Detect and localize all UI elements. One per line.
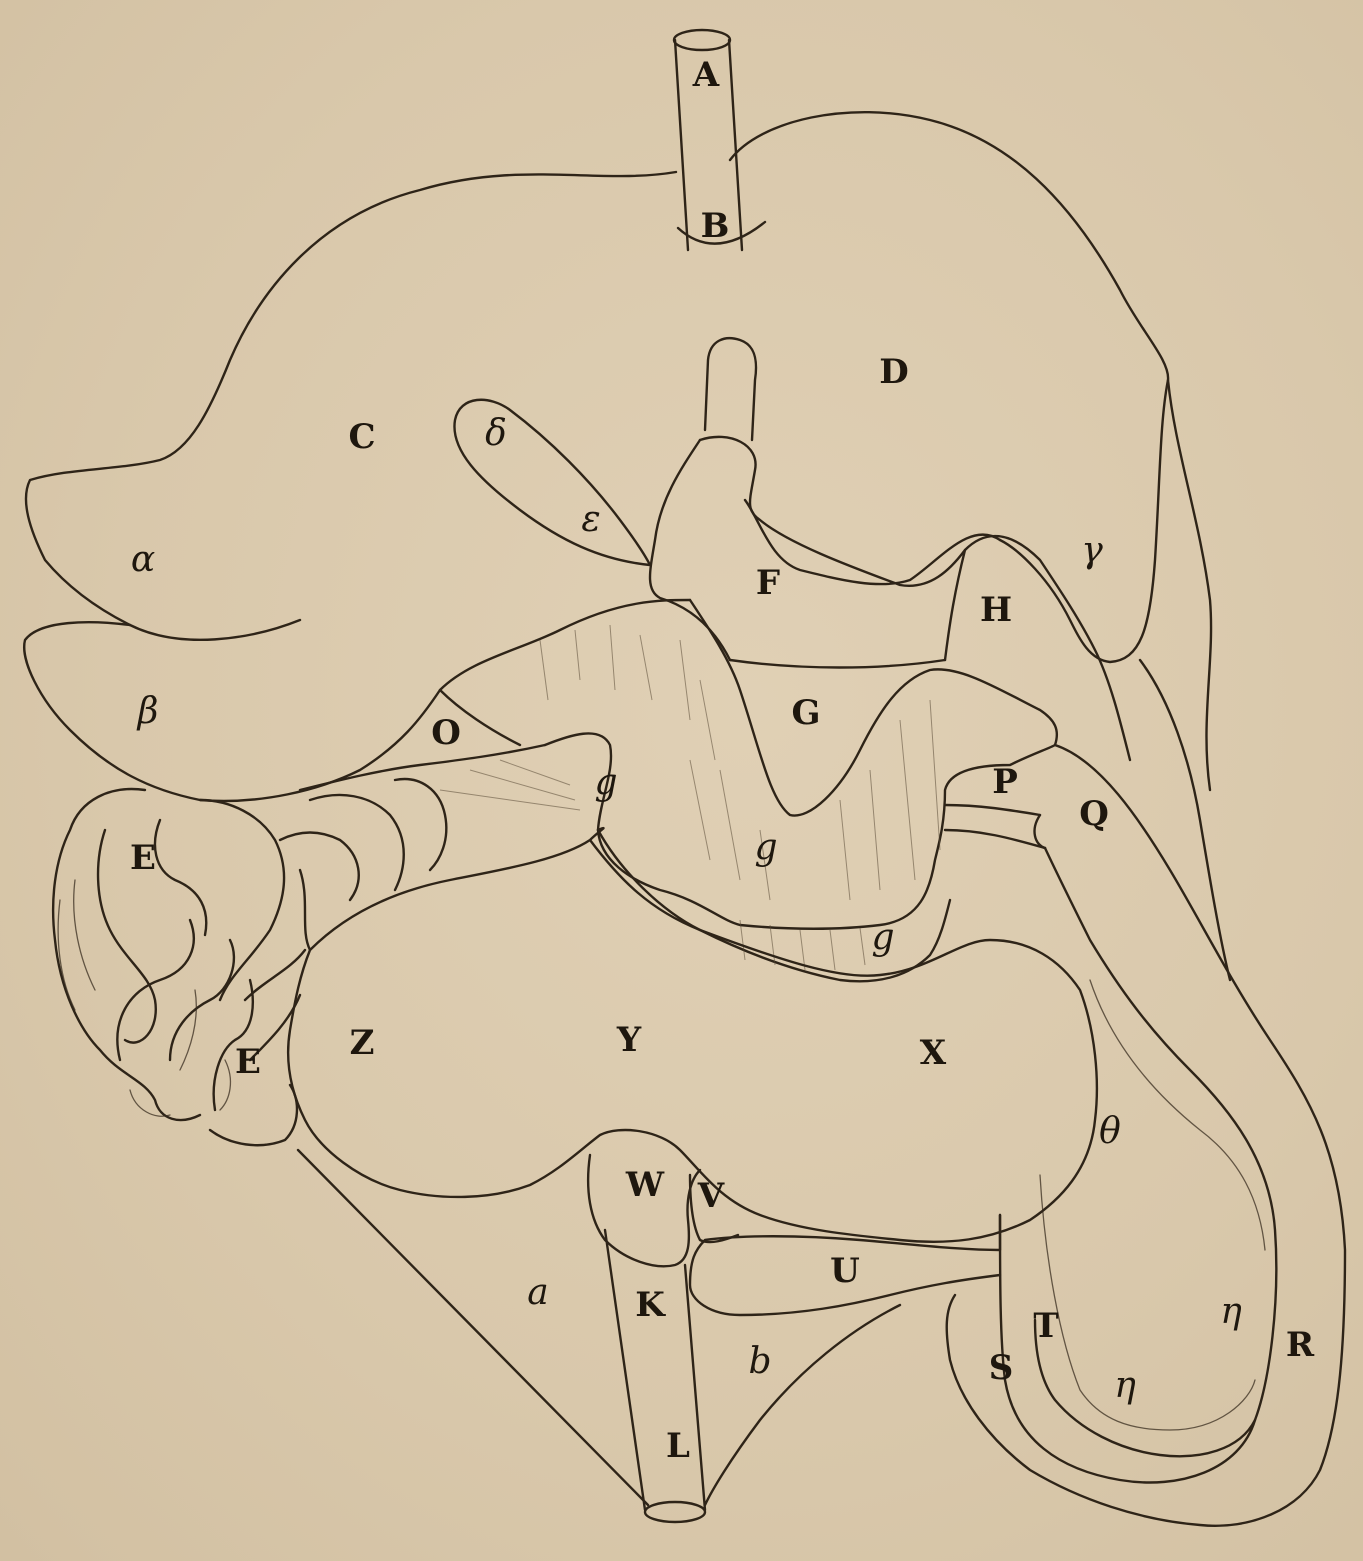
- label-beta: β: [138, 694, 159, 730]
- label-w: W: [626, 1168, 664, 1202]
- label-b-lower: b: [748, 1344, 771, 1380]
- label-g: G: [791, 696, 820, 730]
- label-theta: θ: [1099, 1114, 1121, 1150]
- label-b-upper: B: [701, 209, 730, 243]
- label-l: L: [666, 1429, 690, 1463]
- label-k: K: [635, 1288, 665, 1322]
- label-d: D: [879, 355, 908, 389]
- label-delta: δ: [485, 416, 507, 452]
- label-eta-2: η: [1114, 1368, 1136, 1404]
- label-alpha: α: [131, 542, 155, 578]
- lobe-edge-right: [1140, 660, 1230, 980]
- label-g-2: g: [754, 830, 777, 866]
- label-f: F: [756, 566, 780, 600]
- label-o: O: [431, 716, 461, 750]
- mesentery-b: [705, 1305, 900, 1505]
- label-x: X: [920, 1036, 946, 1070]
- vessel-stub: [705, 338, 756, 440]
- tube-s-t: [1000, 1215, 1255, 1483]
- label-q: Q: [1079, 797, 1109, 831]
- label-v: V: [698, 1179, 724, 1213]
- omentum-lower: [545, 733, 1055, 928]
- tube-p: [945, 805, 1045, 848]
- label-gamma: γ: [1081, 533, 1103, 569]
- gall-bladder: [454, 400, 650, 565]
- tube-q-r: [947, 745, 1345, 1526]
- label-u: U: [830, 1254, 860, 1288]
- intestine-coils: [53, 779, 446, 1145]
- label-a-upper: A: [693, 58, 719, 92]
- liver-outline: [26, 112, 1211, 790]
- label-eta-1: η: [1220, 1294, 1242, 1330]
- label-r: R: [1286, 1328, 1314, 1362]
- label-c: C: [348, 420, 375, 454]
- label-y: Y: [617, 1023, 641, 1057]
- label-e-2: E: [235, 1045, 261, 1079]
- label-e-1: E: [130, 841, 156, 875]
- label-t: T: [1033, 1309, 1058, 1343]
- label-s: S: [989, 1351, 1014, 1385]
- organ-h: [945, 550, 965, 660]
- label-a-lower: a: [527, 1275, 548, 1311]
- label-epsilon: ε: [581, 502, 600, 538]
- label-g-1: g: [594, 765, 617, 801]
- label-h: H: [980, 593, 1012, 627]
- omentum-hatching: [440, 625, 940, 970]
- lobe-beta: [24, 600, 690, 801]
- label-z: Z: [350, 1026, 375, 1060]
- label-p: P: [992, 765, 1018, 799]
- mesentery-a: [298, 1150, 648, 1505]
- label-g-3: g: [871, 920, 894, 956]
